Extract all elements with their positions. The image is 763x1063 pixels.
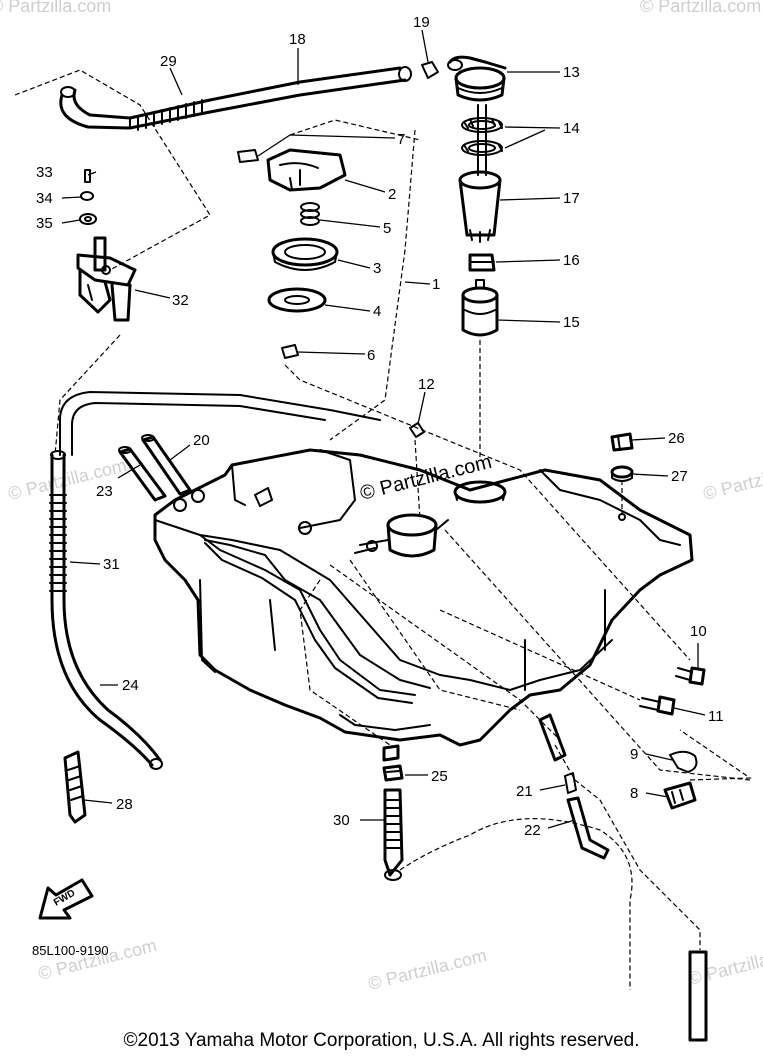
callout-20: 20 — [193, 432, 210, 449]
callout-8: 8 — [630, 785, 638, 802]
callout-34: 34 — [36, 190, 53, 207]
callout-25: 25 — [431, 768, 448, 785]
callout-2: 2 — [388, 186, 396, 203]
callout-14: 14 — [563, 120, 580, 137]
watermark-bottom-center: © Partzilla.com — [366, 945, 489, 994]
watermark-top-left: © Partzilla.com — [0, 0, 111, 16]
tube-bottom-right — [688, 950, 708, 1042]
gauge-stack — [237, 148, 347, 359]
callout-33: 33 — [36, 164, 53, 181]
filler-cap-stack — [447, 55, 507, 337]
nut-washer-26-27 — [610, 432, 634, 482]
callout-15: 15 — [563, 314, 580, 331]
callout-23: 23 — [96, 483, 113, 500]
callout-3: 3 — [373, 260, 381, 277]
callout-6: 6 — [367, 347, 375, 364]
callouts: 1 2 3 4 5 6 7 8 9 10 11 12 13 14 15 16 1… — [36, 14, 724, 839]
callout-28: 28 — [116, 796, 133, 813]
hoses-21-22 — [538, 713, 610, 860]
callout-17: 17 — [563, 190, 580, 207]
callout-1: 1 — [432, 276, 440, 293]
callout-26: 26 — [668, 430, 685, 447]
callout-21: 21 — [516, 783, 533, 800]
callout-10: 10 — [690, 623, 707, 640]
callout-16: 16 — [563, 252, 580, 269]
breather-hoses — [59, 391, 416, 704]
vent-hose-18-29 — [59, 61, 439, 131]
callout-7: 7 — [397, 131, 405, 148]
leader-lines — [61, 29, 706, 829]
callout-11: 11 — [708, 708, 724, 725]
clamps-8-9 — [663, 750, 698, 810]
assembly-lines — [14, 69, 752, 990]
callout-27: 27 — [671, 468, 688, 485]
callout-30: 30 — [333, 812, 350, 829]
watermark-top-right: © Partzilla.com — [640, 0, 761, 16]
callout-4: 4 — [373, 303, 381, 320]
callout-32: 32 — [172, 292, 189, 309]
callout-9: 9 — [630, 746, 638, 763]
watermark-bottom-right: © Partzilla.com — [686, 940, 763, 989]
bolts-10-11 — [639, 666, 706, 716]
callout-31: 31 — [103, 556, 120, 573]
callout-13: 13 — [563, 64, 580, 81]
diagram-code: 85L100-9190 — [32, 943, 109, 958]
short-hoses-20-23 — [118, 434, 192, 502]
watermarks: © Partzilla.com © Partzilla.com © Partzi… — [0, 0, 763, 994]
copyright-notice: ©2013 Yamaha Motor Corporation, U.S.A. A… — [123, 1030, 640, 1051]
watermark-right: © Partzilla.com — [701, 455, 763, 504]
callout-29: 29 — [160, 53, 177, 70]
callout-22: 22 — [524, 822, 541, 839]
callout-12: 12 — [418, 376, 435, 393]
fuel-cock-32 — [76, 169, 137, 322]
callout-24: 24 — [122, 677, 139, 694]
fittings-25-30 — [382, 744, 404, 881]
callout-18: 18 — [289, 31, 306, 48]
cable-tie-28 — [63, 750, 87, 824]
callout-35: 35 — [36, 215, 53, 232]
clip-12 — [409, 422, 425, 438]
fuel-hose-31-24 — [49, 450, 163, 770]
fwd-arrow-icon: FWD — [38, 878, 94, 920]
callout-19: 19 — [413, 14, 430, 31]
fuel-tank — [153, 448, 694, 747]
callout-5: 5 — [383, 220, 391, 237]
